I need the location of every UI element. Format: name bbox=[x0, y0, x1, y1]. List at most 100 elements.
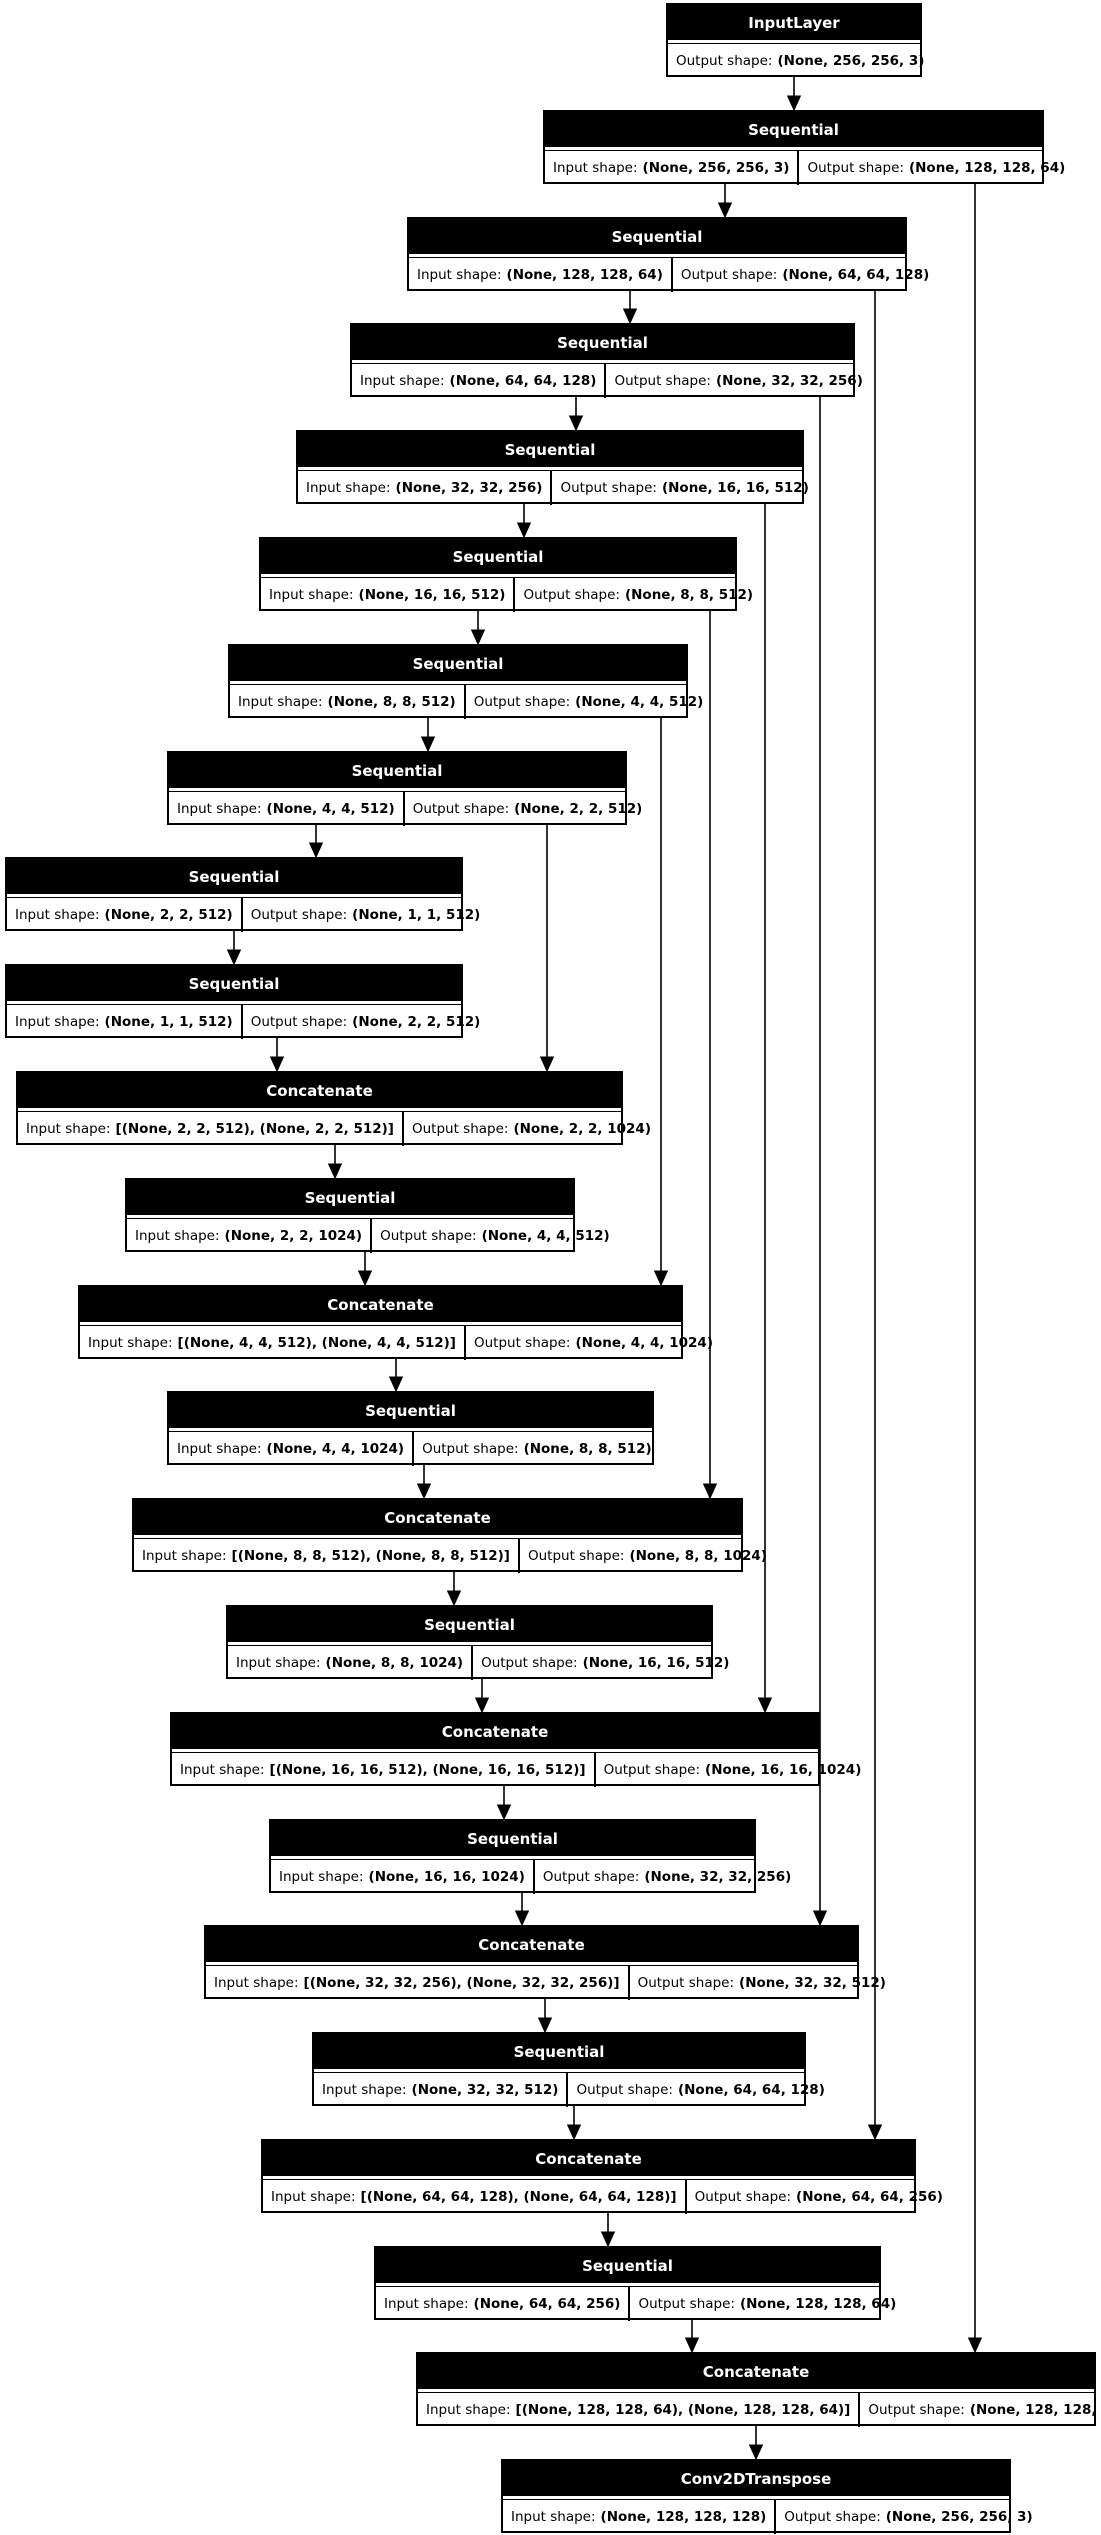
output-shape-cell: Output shape:(None, 64, 64, 128) bbox=[566, 2073, 832, 2107]
shape-row: Input shape:(None, 32, 32, 256)Output sh… bbox=[298, 470, 809, 505]
output-shape-cell-value: (None, 8, 8, 512) bbox=[624, 587, 754, 603]
layer-type-label: Sequential bbox=[230, 646, 686, 681]
output-shape-cell-label: Output shape: bbox=[576, 2082, 673, 2098]
layer-type-label: Sequential bbox=[169, 753, 625, 788]
input-shape-cell-label: Input shape: bbox=[236, 1655, 321, 1671]
output-shape-cell-value: (None, 256, 256, 3) bbox=[777, 53, 925, 69]
input-shape-cell-label: Input shape: bbox=[417, 267, 502, 283]
input-shape-cell-label: Input shape: bbox=[426, 2402, 511, 2418]
layer-type-label: Sequential bbox=[228, 1607, 711, 1642]
output-shape-cell: Output shape:(None, 8, 8, 1024) bbox=[517, 1539, 775, 1573]
input-shape-cell: Input shape:(None, 2, 2, 1024) bbox=[127, 1219, 370, 1253]
output-shape-cell-label: Output shape: bbox=[807, 160, 904, 176]
output-shape-cell-label: Output shape: bbox=[411, 1121, 509, 1137]
shape-row: Input shape:[(None, 16, 16, 512), (None,… bbox=[172, 1752, 861, 1787]
output-shape-cell: Output shape:(None, 128, 128, 128) bbox=[858, 2393, 1101, 2427]
input-shape-cell-label: Input shape: bbox=[177, 801, 262, 817]
output-shape-cell: Output shape:(None, 16, 16, 512) bbox=[550, 471, 816, 505]
shape-row: Input shape:[(None, 128, 128, 64), (None… bbox=[418, 2392, 1101, 2427]
output-shape-cell: Output shape:(None, 32, 32, 256) bbox=[604, 364, 870, 398]
input-shape-cell-label: Input shape: bbox=[214, 1975, 299, 1991]
input-shape-cell: Input shape:(None, 4, 4, 512) bbox=[169, 792, 403, 826]
input-shape-cell: Input shape:[(None, 64, 64, 128), (None,… bbox=[263, 2180, 685, 2214]
output-shape-cell-value: (None, 32, 32, 256) bbox=[715, 373, 863, 389]
shape-row: Input shape:(None, 64, 64, 128)Output sh… bbox=[352, 363, 863, 398]
input-shape-cell-label: Input shape: bbox=[511, 2509, 596, 2525]
layer-type-label: Concatenate bbox=[418, 2354, 1094, 2389]
output-shape-cell: Output shape:(None, 16, 16, 512) bbox=[471, 1646, 737, 1680]
input-shape-cell: Input shape:(None, 4, 4, 1024) bbox=[169, 1432, 412, 1466]
output-shape-cell: Output shape:(None, 256, 256, 3) bbox=[668, 44, 932, 78]
output-shape-cell: Output shape:(None, 1, 1, 512) bbox=[240, 898, 489, 932]
input-shape-cell-label: Input shape: bbox=[142, 1548, 227, 1564]
output-shape-cell-value: (None, 16, 16, 1024) bbox=[705, 1762, 862, 1778]
input-shape-cell-value: [(None, 64, 64, 128), (None, 64, 64, 128… bbox=[360, 2189, 677, 2205]
input-shape-cell-label: Input shape: bbox=[15, 1014, 100, 1030]
output-shape-cell-value: (None, 256, 256, 3) bbox=[885, 2509, 1033, 2525]
shape-row: Output shape:(None, 256, 256, 3) bbox=[668, 43, 924, 78]
input-shape-cell-value: (None, 256, 256, 3) bbox=[642, 160, 790, 176]
input-shape-cell-value: (None, 64, 64, 128) bbox=[449, 373, 597, 389]
shape-row: Input shape:(None, 1, 1, 512) Output shap… bbox=[7, 1004, 480, 1039]
output-shape-cell-label: Output shape: bbox=[473, 1335, 571, 1351]
output-shape-cell-value: (None, 2, 2, 512) bbox=[514, 801, 643, 817]
output-shape-cell-value: (None, 4, 4, 1024) bbox=[575, 1335, 713, 1351]
output-shape-cell-label: Output shape: bbox=[481, 1655, 578, 1671]
shape-row: Input shape:[(None, 4, 4, 512), (None, 4… bbox=[80, 1325, 713, 1360]
layer-type-label: Sequential bbox=[352, 325, 853, 360]
output-shape-cell-value: (None, 128, 128, 64) bbox=[739, 2296, 897, 2312]
input-shape-cell: Input shape:(None, 1, 1, 512) bbox=[7, 1005, 241, 1039]
input-shape-cell-value: (None, 32, 32, 256) bbox=[395, 480, 543, 496]
layer-type-label: Sequential bbox=[7, 859, 461, 894]
input-shape-cell-label: Input shape: bbox=[279, 1869, 364, 1885]
output-shape-cell-value: (None, 2, 2, 512) bbox=[352, 1014, 481, 1030]
output-shape-cell-value: (None, 4, 4, 512) bbox=[575, 694, 704, 710]
input-shape-cell-value: (None, 4, 4, 1024) bbox=[266, 1441, 405, 1457]
input-shape-cell-value: (None, 16, 16, 512) bbox=[358, 587, 506, 603]
output-shape-cell-value: (None, 128, 128, 128) bbox=[969, 2402, 1101, 2418]
shape-row: Input shape:[(None, 32, 32, 256), (None,… bbox=[206, 1965, 886, 2000]
output-shape-cell: Output shape:(None, 32, 32, 256) bbox=[532, 1860, 799, 1894]
output-shape-cell-label: Output shape: bbox=[250, 1014, 348, 1030]
layer-type-label: Sequential bbox=[271, 1821, 754, 1856]
shape-row: Input shape:[(None, 2, 2, 512), (None, 2… bbox=[18, 1111, 651, 1146]
input-shape-cell-label: Input shape: bbox=[553, 160, 638, 176]
output-shape-cell-value: (None, 4, 4, 512) bbox=[481, 1228, 610, 1244]
output-shape-cell-label: Output shape: bbox=[603, 1762, 701, 1778]
input-shape-cell-label: Input shape: bbox=[322, 2082, 407, 2098]
layer-type-label: Sequential bbox=[298, 432, 802, 467]
input-shape-cell: Input shape:(None, 32, 32, 512) bbox=[314, 2073, 566, 2107]
input-shape-cell-value: (None, 1, 1, 512) bbox=[104, 1014, 233, 1030]
layer-type-label: Concatenate bbox=[134, 1500, 741, 1535]
input-shape-cell: Input shape:(None, 8, 8, 512) bbox=[230, 685, 464, 719]
layer-type-label: Sequential bbox=[314, 2034, 804, 2069]
shape-row: Input shape:[(None, 64, 64, 128), (None,… bbox=[263, 2179, 943, 2214]
output-shape-cell: Output shape:(None, 64, 64, 128) bbox=[670, 258, 937, 292]
layer-type-label: Sequential bbox=[409, 219, 905, 254]
input-shape-cell: Input shape:(None, 32, 32, 256) bbox=[298, 471, 550, 505]
output-shape-cell-label: Output shape: bbox=[473, 694, 571, 710]
output-shape-cell: Output shape:(None, 4, 4, 512) bbox=[370, 1219, 618, 1253]
output-shape-cell: Output shape:(None, 128, 128, 64) bbox=[797, 151, 1073, 185]
output-shape-cell-label: Output shape: bbox=[422, 1441, 519, 1457]
output-shape-cell-value: (None, 8, 8, 512) bbox=[523, 1441, 652, 1457]
input-shape-cell-label: Input shape: bbox=[15, 907, 100, 923]
input-shape-cell: Input shape:(None, 16, 16, 512) bbox=[261, 578, 513, 612]
output-shape-cell: Output shape:(None, 8, 8, 512) bbox=[513, 578, 761, 612]
input-shape-cell: Input shape:(None, 64, 64, 128) bbox=[352, 364, 604, 398]
input-shape-cell-value: (None, 64, 64, 256) bbox=[473, 2296, 621, 2312]
input-shape-cell: Input shape:[(None, 32, 32, 256), (None,… bbox=[206, 1966, 628, 2000]
